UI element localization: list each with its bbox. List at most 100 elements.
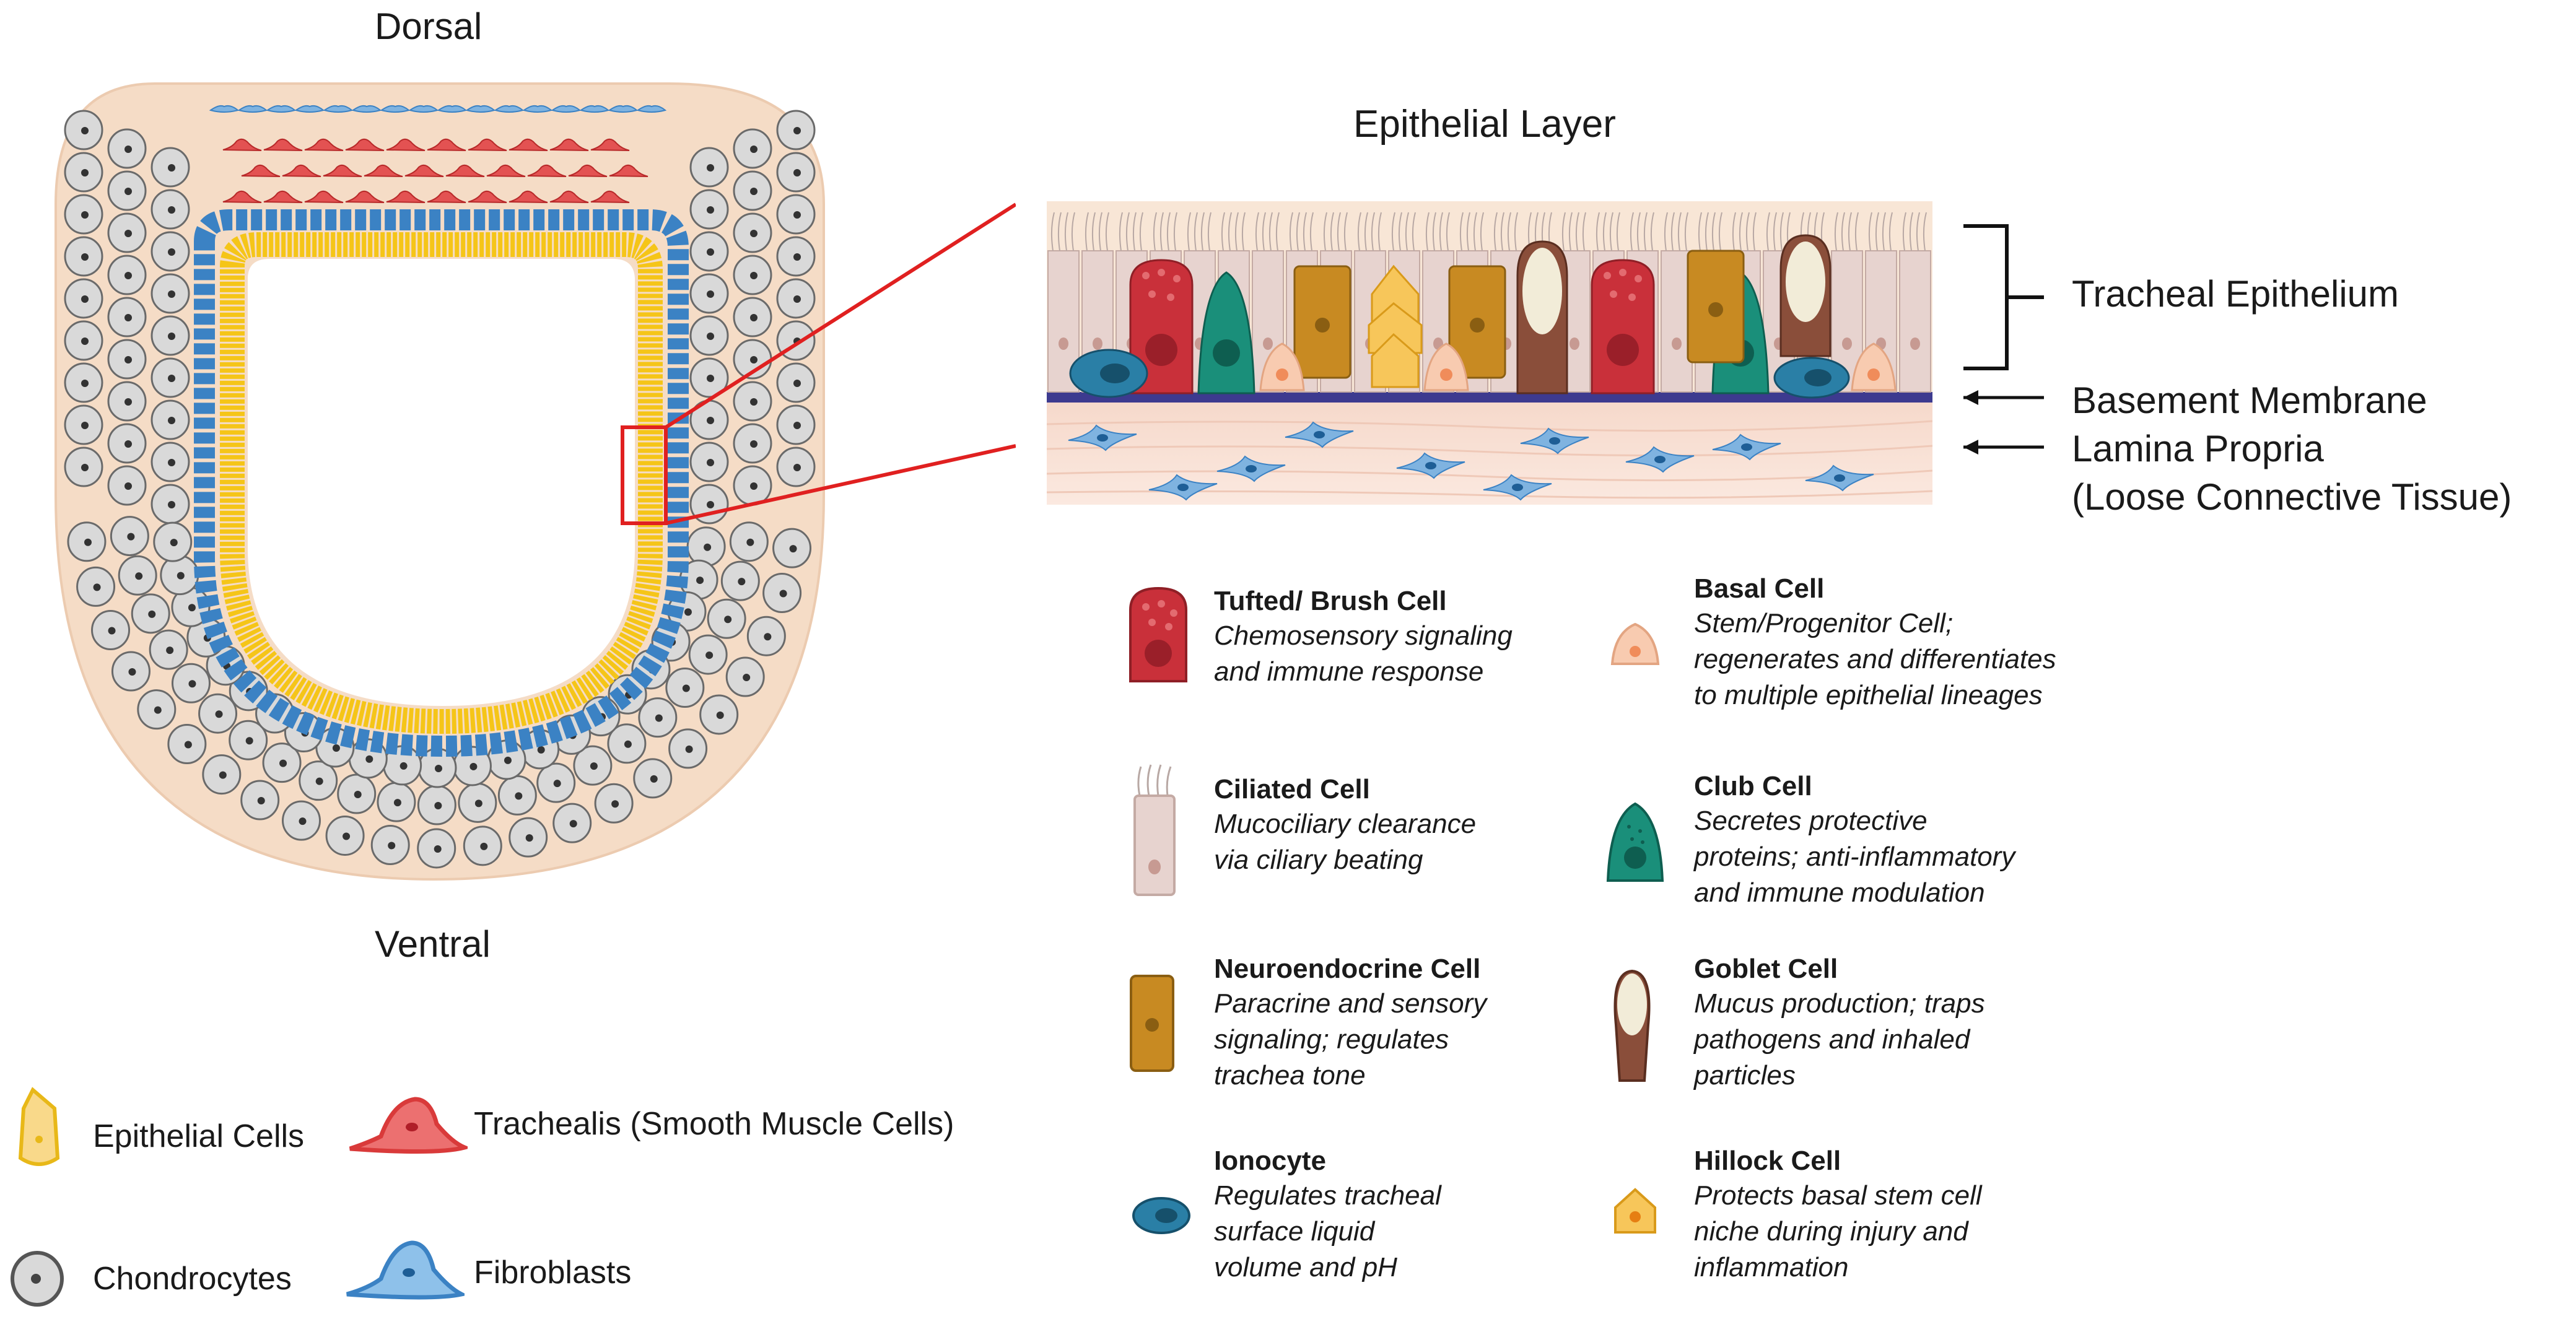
chondrocyte [733, 128, 772, 169]
chondrocyte [733, 297, 772, 337]
smooth-muscle-cell [509, 190, 548, 203]
chondrocyte [776, 362, 816, 403]
neuroendocrine-cell [1293, 265, 1351, 379]
chondrocyte [536, 762, 576, 803]
chondrocyte [772, 528, 812, 568]
chondrocyte [198, 693, 238, 734]
chondrocyte [370, 824, 410, 865]
hillock-cell-name: Hillock Cell [1694, 1146, 1841, 1176]
chondrocyte [689, 231, 729, 272]
chondrocyte [699, 694, 739, 735]
smooth-muscle-cell [468, 138, 507, 151]
chondrocyte [633, 758, 673, 799]
chondrocyte [776, 194, 816, 235]
chondrocyte [733, 170, 772, 211]
chondrocyte [689, 315, 729, 356]
basement-membrane-label: Basement Membrane [2072, 380, 2427, 421]
chondrocyte [463, 825, 502, 866]
fibroblast-cell [408, 105, 439, 113]
tuft-cell-desc-2: and immune response [1214, 656, 1484, 687]
goblet-cell-desc-3: particles [1694, 1060, 1796, 1090]
chondrocyte [688, 634, 728, 675]
chondrocyte [64, 446, 103, 487]
chondrocyte [149, 629, 188, 670]
smooth-muscle-cell [222, 190, 262, 203]
smooth-muscle-cell [445, 164, 485, 177]
club-cell-desc-3: and immune modulation [1694, 877, 1985, 908]
chondrocyte [64, 236, 103, 277]
smooth-muscle-cell [427, 190, 466, 203]
chondrocyte [325, 815, 365, 856]
chondrocyte [118, 555, 157, 596]
fibroblast-cell [579, 105, 610, 113]
smooth-muscle-cell [527, 164, 567, 177]
smooth-muscle-cell [590, 138, 630, 151]
chondrocyte [282, 800, 321, 841]
smooth-muscle-cell [304, 190, 344, 203]
chondrocyte [64, 194, 103, 235]
basal-cell-icon [1610, 622, 1660, 665]
dorsal-label: Dorsal [375, 6, 482, 47]
chondrocyte [776, 278, 816, 319]
chondrocyte [573, 745, 613, 786]
ciliated-cell-desc-2: via ciliary beating [1214, 845, 1423, 875]
fibroblast-band [194, 209, 689, 757]
tuft-cell-desc-1: Chemosensory signaling [1214, 620, 1513, 651]
fibroblast-cell [209, 105, 240, 113]
basal-cell-desc-1: Stem/Progenitor Cell; [1694, 608, 1954, 638]
smooth-muscle-cell [263, 138, 303, 151]
tuft-cell [1129, 259, 1194, 394]
ventral-label: Ventral [375, 923, 491, 965]
ciliated-cell-desc-1: Mucociliary clearance [1214, 809, 1477, 839]
fibroblast-cell [323, 105, 354, 113]
smooth-muscle-cell [263, 190, 303, 203]
basal-cell-desc-2: regenerates and differentiates [1694, 644, 2056, 674]
lamina-fibroblasts [1068, 421, 1874, 501]
ionocyte-icon [1132, 1197, 1190, 1234]
chondrocyte [665, 667, 705, 708]
chondrocyte [131, 593, 170, 634]
chondrocyte [229, 720, 268, 760]
chondrocyte [171, 663, 211, 703]
fibroblast-cell [351, 105, 382, 113]
smooth-muscle-cell [404, 164, 444, 177]
lamina-fibroblast [1216, 455, 1286, 482]
chondrocyte [67, 521, 107, 562]
ionocyte-cell [1069, 349, 1148, 398]
chondrocyte [107, 128, 147, 169]
chondrocyte [686, 526, 726, 567]
fibroblast-cell [465, 105, 496, 113]
chondrocyte [160, 555, 199, 596]
chondrocyte [762, 573, 802, 614]
hillock-cell-desc-2: niche during injury and [1694, 1216, 1968, 1247]
chondrocyte [720, 560, 760, 601]
lamina-fibroblast [1396, 452, 1465, 479]
lamina-fibroblast [1285, 421, 1354, 448]
chondrocyte [607, 723, 647, 764]
fibroblast-icon [346, 1240, 465, 1300]
goblet-cell-icon [1613, 969, 1651, 1082]
fibroblast-cell [294, 105, 325, 113]
hillock-cell-icon [1614, 1188, 1656, 1234]
chondrocyte-icon [11, 1251, 64, 1307]
chondrocyte [64, 404, 103, 445]
chondrocyte [689, 147, 729, 188]
chondrocyte [107, 423, 147, 464]
goblet-cell-2 [1779, 234, 1832, 357]
lamina-fibroblast [1712, 433, 1781, 461]
club-cell-name: Club Cell [1694, 771, 1812, 801]
smooth-muscle-cell [549, 138, 589, 151]
goblet-cell [1516, 240, 1568, 394]
tuft-cell-icon [1129, 586, 1187, 682]
smooth-muscle-cell [386, 190, 426, 203]
club-cell-desc-2: proteins; anti-inflammatory [1694, 842, 2015, 872]
chondrocyte [638, 697, 678, 738]
fibroblast-cell [551, 105, 582, 113]
fibroblast-cell [494, 105, 525, 113]
chondrocyte [151, 315, 190, 356]
chondrocyte [107, 297, 147, 337]
chondrocyte [776, 446, 816, 487]
chondrocyte [733, 255, 772, 295]
chondrocyte [153, 521, 193, 562]
epithelium-bracket [1963, 224, 2044, 370]
